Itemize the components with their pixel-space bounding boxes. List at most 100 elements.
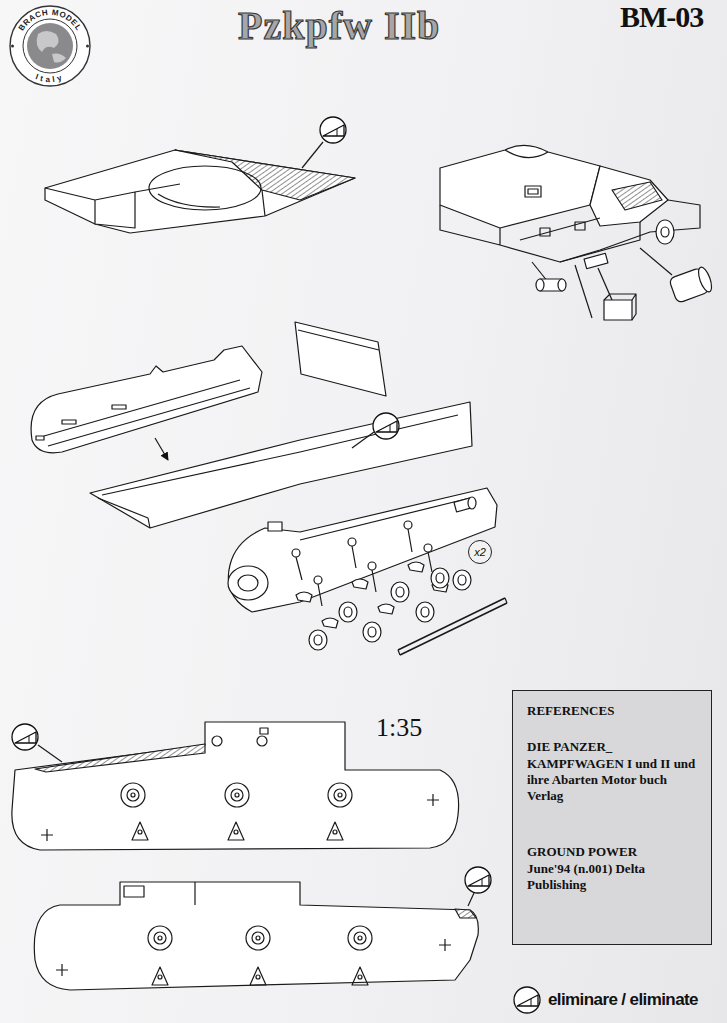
logo-ring [23,19,77,73]
sheet-title: Pzkpfw IIb [238,4,440,48]
side-profile-1 [121,783,352,807]
lower-hull-side [468,497,476,509]
lower-hull-side [404,521,412,529]
lower-hull-side [238,575,258,591]
side-profile-2 [148,926,172,950]
side-profile-1 [212,736,222,746]
lower-hull-side [296,529,432,606]
side-profile-1 [338,793,342,797]
rear-hull-view [598,268,612,300]
side-profile-1 [231,789,243,801]
side-profile-1 [328,783,352,807]
rear-hull-view [604,294,636,320]
suspension-parts [408,562,424,572]
side-profile-2 [256,975,260,979]
rear-hull-view [661,227,669,237]
logo-dot [11,45,14,48]
side-profile-2 [124,886,144,897]
deck-plate [95,192,135,228]
deck-plate [158,194,220,207]
rear-hull-view [520,218,600,240]
reference-box: REFERENCESDIE PANZER_ KAMPFWAGEN I und I… [512,690,712,945]
side-profile-2 [148,926,372,950]
side-profile-1 [138,830,142,834]
rear-hull-view [440,145,714,320]
suspension-parts [436,573,444,583]
suspension-parts [368,627,376,637]
brand-country: Italy [34,72,66,84]
deck-plate [175,150,355,200]
side-profile-1 [260,728,268,734]
side-profile-2 [34,867,491,990]
scale-label: 1:35 [376,714,422,743]
side-profile-2 [152,967,368,985]
brand-logo: BRACH MODELItaly [8,4,92,88]
deck-plate [320,117,346,143]
side-profile-2 [465,867,491,893]
suspension-parts [352,579,368,589]
rear-hull-view [590,166,668,226]
rear-hull-view [560,200,700,262]
side-profile-1 [12,724,38,750]
lower-hull-side [228,488,497,612]
rear-hull-view [540,228,550,236]
side-profile-2 [56,939,451,976]
legend-entry: eliminare / eliminate [512,985,698,1015]
rear-plate [298,330,379,350]
suspension-parts [378,604,394,614]
rear-hull-view [669,266,715,304]
deck-plate [149,166,261,210]
logo-globe [27,23,73,69]
brand-country: Italy [34,72,66,84]
rear-hull-view [440,205,500,245]
suspension-parts [408,562,424,572]
floor-plate [102,415,458,495]
suspension-parts [296,592,312,602]
rear-hull-view [536,279,544,291]
floor-plate [373,413,399,439]
lower-hull-side [348,538,356,546]
rear-plate [295,322,386,396]
logo-globe [52,54,66,63]
lower-hull-side [292,549,300,557]
side-profile-2 [154,932,166,944]
superstructure-side [44,380,250,446]
floor-plate [98,498,150,528]
suspension-parts [378,604,394,614]
side-profile-2 [455,909,476,918]
lower-hull-side [228,566,268,600]
superstructure-side [62,420,76,424]
side-profile-1 [132,822,343,840]
side-profile-2 [256,936,260,940]
deck-plate [45,184,265,216]
eliminate-symbol [512,985,542,1015]
rear-hull-view [575,222,585,230]
rear-hull-view [505,150,548,158]
logo-globe [37,31,59,52]
superstructure-side [155,438,168,460]
side-profile-2 [468,893,474,906]
side-profile-1 [225,783,249,807]
rear-hull-view [584,253,608,268]
deck-plate [302,142,323,168]
suspension-parts [363,622,381,642]
side-profile-1 [35,744,205,772]
side-profile-2 [358,975,362,979]
suspension-parts [296,592,312,602]
box-heading: x2 [474,547,486,558]
side-profile-2 [348,926,372,950]
side-profile-1 [131,793,135,797]
side-profile-2 [158,975,162,979]
suspension-parts [352,579,368,589]
side-profile-1 [333,830,337,834]
suspension-parts [322,618,338,628]
rear-hull-view [656,220,674,244]
lower-hull-side [314,576,322,584]
suspension-parts [309,568,471,650]
superstructure-side [31,346,262,453]
superstructure-side [112,405,126,409]
side-profile-1 [121,783,145,807]
lower-hull-side [228,488,497,612]
superstructure-side [31,346,262,460]
suspension-parts [398,598,507,655]
